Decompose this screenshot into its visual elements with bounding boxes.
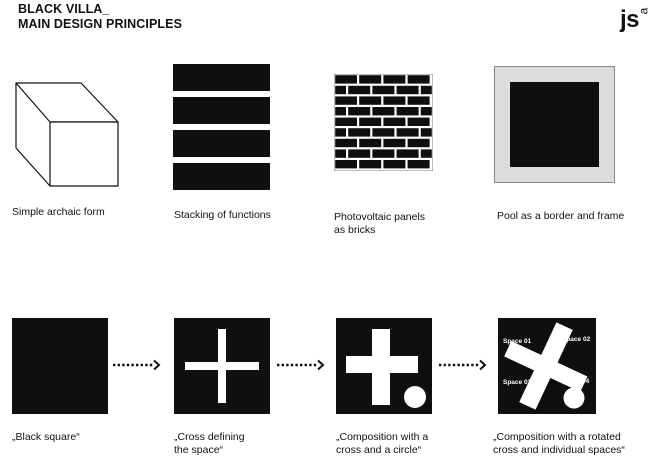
- black-square: [12, 318, 108, 414]
- caption-line: Photovoltaic panels: [334, 211, 426, 223]
- brick: [359, 75, 382, 84]
- caption-black-square: „Black square“: [12, 431, 80, 443]
- brick: [348, 128, 371, 137]
- brand-logo: js a: [620, 4, 650, 38]
- brick: [407, 96, 430, 105]
- brick: [348, 107, 371, 116]
- brick: [335, 75, 357, 84]
- brick: [359, 160, 382, 169]
- dotted-arrow-icon: [439, 359, 487, 371]
- brick-wall-icon: [334, 74, 433, 171]
- rotated-cross-icon: [498, 318, 596, 414]
- caption-stacking: Stacking of functions: [174, 209, 271, 221]
- caption-line: cross and a circle“: [336, 444, 422, 456]
- caption-cross: „Cross defining the space“: [174, 431, 245, 457]
- brick: [420, 107, 432, 116]
- brick: [335, 128, 346, 137]
- space-label: Space 03: [503, 379, 532, 386]
- brick: [396, 85, 419, 95]
- title-line-2: MAIN DESIGN PRINCIPLES: [18, 17, 183, 31]
- brick: [372, 128, 395, 137]
- pool-frame-icon: [494, 66, 615, 183]
- brick: [335, 160, 357, 169]
- caption-simple-form: Simple archaic form: [12, 206, 105, 218]
- brick: [335, 149, 346, 158]
- stack-bar: [173, 97, 270, 124]
- caption-line: as bricks: [334, 224, 376, 236]
- cross-square-icon: [174, 318, 270, 414]
- stack-bar: [173, 163, 270, 190]
- cube-icon: [15, 82, 119, 187]
- brick: [383, 75, 406, 84]
- brick: [407, 138, 430, 148]
- rotated-cross-square: Space 01 Space 02 Space 03 Space 04: [498, 318, 596, 414]
- caption-line: cross and individual spaces“: [493, 444, 625, 456]
- brick: [396, 149, 419, 158]
- brick: [348, 85, 371, 95]
- caption-line: the space“: [174, 444, 224, 456]
- brick: [348, 149, 371, 158]
- brick: [335, 96, 357, 105]
- brick: [359, 138, 382, 148]
- brick: [383, 96, 406, 105]
- brick: [383, 138, 406, 148]
- space-label: Space 01: [503, 338, 532, 345]
- brick: [407, 117, 430, 126]
- brick: [359, 96, 382, 105]
- logo-text: js: [620, 6, 640, 33]
- caption-rotated-cross: „Composition with a rotated cross and in…: [493, 431, 625, 457]
- space-label: Space 04: [561, 378, 590, 385]
- dotted-arrow-icon: [113, 359, 161, 371]
- brick: [396, 128, 419, 137]
- pool-inner-square: [510, 82, 599, 167]
- caption-cross-circle: „Composition with a cross and a circle“: [336, 431, 428, 457]
- brick: [372, 149, 395, 158]
- caption-line: „Cross defining: [174, 431, 245, 443]
- caption-line: „Composition with a rotated: [493, 431, 621, 443]
- brick: [335, 138, 357, 148]
- brick: [407, 75, 430, 84]
- brick: [372, 107, 395, 116]
- brick: [420, 149, 432, 158]
- brick: [420, 128, 432, 137]
- caption-line: „Composition with a: [336, 431, 429, 443]
- cross-circle-square-icon: [336, 318, 432, 414]
- stack-bar: [173, 64, 270, 91]
- title-line-1: BLACK VILLA_: [18, 2, 110, 16]
- caption-pool: Pool as a border and frame: [497, 210, 625, 222]
- brick: [335, 107, 346, 116]
- brick: [396, 107, 419, 116]
- brick: [383, 160, 406, 169]
- dotted-arrow-icon: [277, 359, 325, 371]
- brick: [335, 85, 346, 95]
- brick: [359, 117, 382, 126]
- logo-superscript: a: [636, 7, 650, 15]
- brick: [407, 160, 430, 169]
- space-label: Space 02: [562, 336, 591, 343]
- stack-bar: [173, 130, 270, 157]
- brick: [335, 117, 357, 126]
- brick: [383, 117, 406, 126]
- brick: [372, 85, 395, 95]
- brick: [420, 85, 432, 95]
- caption-photovoltaic: Photovoltaic panels as bricks: [334, 211, 425, 237]
- page-title: BLACK VILLA_ MAIN DESIGN PRINCIPLES: [18, 2, 182, 32]
